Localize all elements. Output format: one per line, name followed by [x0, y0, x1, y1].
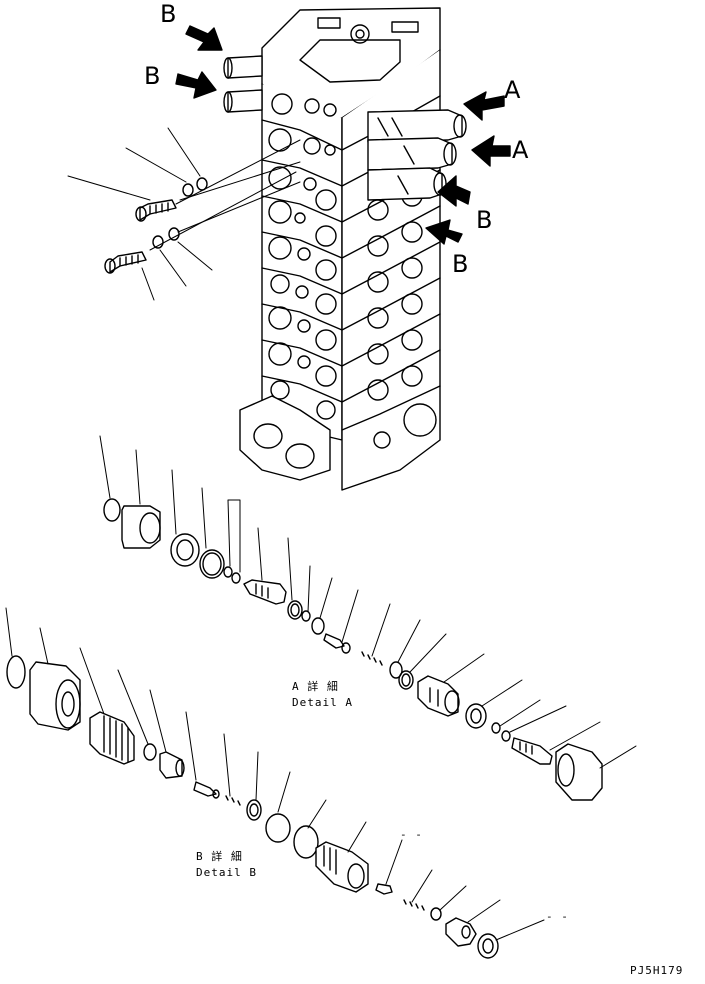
callout-arrows	[175, 25, 511, 245]
arrow-a1	[463, 91, 505, 121]
left-fittings	[67, 127, 301, 301]
control-valve-body	[239, 7, 441, 491]
callout-a-lower: A	[512, 136, 529, 164]
right-spool-assemblies	[367, 109, 467, 201]
callout-b-left: B	[144, 62, 160, 90]
detail-b-parts	[5, 607, 545, 959]
detail-b-title-jp: B 詳 細	[196, 849, 243, 863]
left-spool-caps	[223, 55, 263, 113]
arrow-b1	[185, 25, 223, 51]
callout-a-upper: A	[504, 76, 521, 104]
arrow-a2	[471, 135, 511, 167]
labels: B B A A B B A 詳 細 Detail A B 詳 細 Detail …	[144, 0, 683, 977]
arrow-b3	[437, 175, 471, 207]
figure-code: PJ5H179	[630, 964, 683, 977]
callout-b-right-upper: B	[476, 206, 492, 234]
dash-label-2: - -	[546, 910, 569, 923]
detail-a-parts	[99, 435, 637, 801]
callout-b-right-lower: B	[452, 250, 468, 278]
dash-label-1: - -	[400, 828, 423, 841]
callout-b-top: B	[160, 0, 176, 28]
detail-a-title-en: Detail A	[292, 696, 353, 709]
arrow-b2	[175, 71, 217, 99]
detail-a-title-jp: A 詳 細	[292, 679, 339, 693]
detail-b-title-en: Detail B	[196, 866, 257, 879]
arrow-b4	[425, 219, 463, 245]
